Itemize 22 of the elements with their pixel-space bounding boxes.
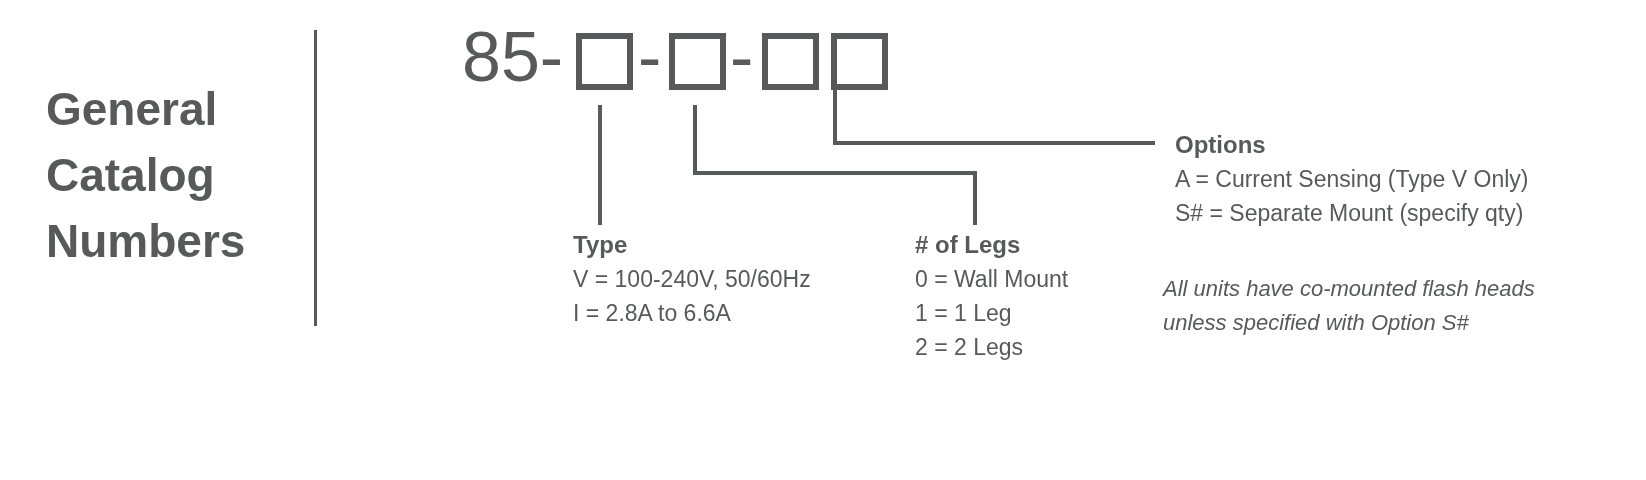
code-option-text: 2 = 2 Legs bbox=[915, 333, 1025, 362]
field-heading: Type bbox=[573, 230, 629, 260]
note-text: All units have co-mounted flash heads unless specified with Option S# bbox=[1163, 275, 1536, 337]
field-heading: # of Legs bbox=[915, 230, 1022, 260]
code-character: - bbox=[730, 22, 754, 92]
title: General Catalog Numbers bbox=[46, 82, 247, 269]
leader-line bbox=[598, 105, 602, 225]
code-option-text: 0 = Wall Mount bbox=[915, 265, 1069, 294]
code-option-text: V = 100-240V, 50/60Hz bbox=[573, 265, 811, 294]
code-option-text: S# = Separate Mount (specify qty) bbox=[1175, 199, 1525, 228]
field-heading: Options bbox=[1175, 130, 1267, 160]
code-option-text: I = 2.8A to 6.6A bbox=[573, 299, 732, 328]
code-slot-box bbox=[669, 33, 726, 90]
code-character: - bbox=[638, 22, 662, 92]
leader-line bbox=[693, 105, 977, 225]
code-character: 85- bbox=[462, 22, 564, 92]
code-option-text: 1 = 1 Leg bbox=[915, 299, 1013, 328]
code-slot-box bbox=[762, 33, 819, 90]
code-slot-box bbox=[831, 33, 888, 90]
code-slot-box bbox=[576, 33, 633, 90]
leader-line bbox=[833, 90, 1155, 145]
code-option-text: A = Current Sensing (Type V Only) bbox=[1175, 165, 1529, 194]
